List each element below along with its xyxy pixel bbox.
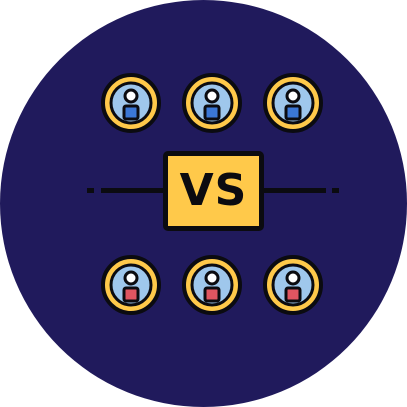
player-avatar-icon	[100, 72, 162, 134]
opponent-avatar-icon	[262, 254, 324, 316]
divider-dot-right	[332, 188, 339, 193]
vs-badge: VS	[163, 151, 264, 231]
divider-line-right	[262, 188, 326, 193]
divider-line-left	[101, 188, 165, 193]
vs-label: VS	[179, 165, 248, 216]
opponent-avatar-icon	[181, 254, 243, 316]
divider-dot-left	[87, 188, 94, 193]
opponent-avatar-icon	[100, 254, 162, 316]
player-avatar-icon	[262, 72, 324, 134]
player-avatar-icon	[181, 72, 243, 134]
